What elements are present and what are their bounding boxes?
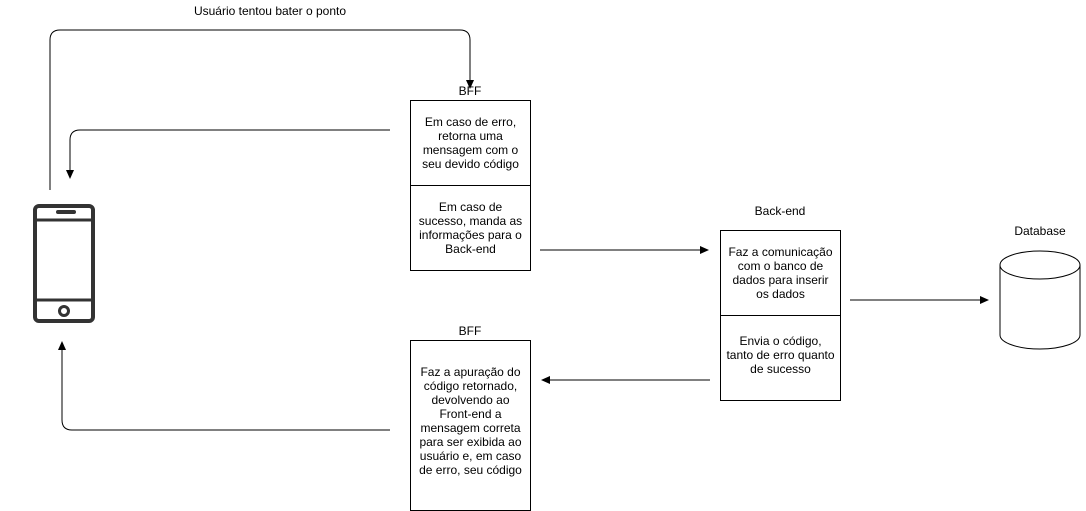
bff-top-success-box: Em caso de sucesso, manda as informações… xyxy=(410,185,531,271)
backend-comm-box: Faz a comunicação com o banco de dados p… xyxy=(720,230,841,316)
bff-bottom-box: Faz a apuração do código retornado, devo… xyxy=(410,340,531,511)
edge-bff-error-to-phone xyxy=(66,129,390,179)
backend-comm-text: Faz a comunicação com o banco de dados p… xyxy=(728,245,833,301)
edge-phone-to-bff xyxy=(49,29,474,190)
edge-label-user-attempt: Usuário tentou bater o ponto xyxy=(193,4,347,18)
database-title: Database xyxy=(1014,224,1066,238)
backend-send-text: Envia o código, tanto de erro quanto de … xyxy=(726,334,835,376)
edge-bff-to-phone xyxy=(58,341,390,431)
bff-top-success-text: Em caso de sucesso, manda as informações… xyxy=(418,200,523,256)
database-cylinder-icon xyxy=(999,250,1081,350)
backend-title: Back-end xyxy=(754,204,806,218)
bff-bottom-text: Faz a apuração do código retornado, devo… xyxy=(419,365,522,477)
bff-top-title: BFF xyxy=(458,84,482,98)
bff-top-error-box: Em caso de erro, retorna uma mensagem co… xyxy=(410,100,531,186)
backend-send-box: Envia o código, tanto de erro quanto de … xyxy=(720,315,841,401)
bff-top-error-text: Em caso de erro, retorna uma mensagem co… xyxy=(422,115,519,171)
smartphone-icon xyxy=(33,204,95,323)
bff-bottom-title: BFF xyxy=(458,324,482,338)
